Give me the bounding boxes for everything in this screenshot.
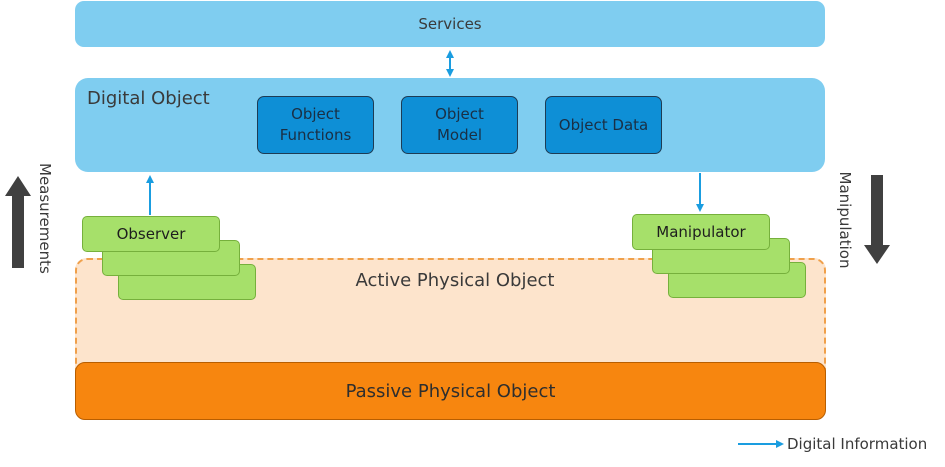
observer-box: Observer (82, 216, 220, 252)
manipulator-label: Manipulator (656, 223, 746, 241)
services-label: Services (418, 15, 482, 33)
object-data-label: Object Data (558, 115, 649, 134)
object-functions-label: Object Functions (279, 105, 352, 144)
manipulator-box: Manipulator (632, 214, 770, 250)
manipulation-down-arrow (864, 175, 890, 264)
measurements-label: Measurements (36, 163, 54, 274)
measurements-up-arrow (5, 176, 31, 268)
object-model-label: Object Model (435, 105, 484, 144)
observer-label: Observer (116, 225, 186, 243)
services-box: Services (75, 1, 825, 47)
digital-object-title: Digital Object (87, 88, 210, 109)
passive-physical-object-label: Passive Physical Object (345, 380, 556, 402)
manipulation-label: Manipulation (836, 171, 854, 269)
legend-label: Digital Information (787, 435, 928, 453)
object-model-box: Object Model (401, 96, 518, 154)
active-physical-object-label: Active Physical Object (355, 270, 555, 291)
object-functions-box: Object Functions (257, 96, 374, 154)
passive-physical-object-box: Passive Physical Object (75, 362, 826, 420)
object-data-box: Object Data (545, 96, 662, 154)
